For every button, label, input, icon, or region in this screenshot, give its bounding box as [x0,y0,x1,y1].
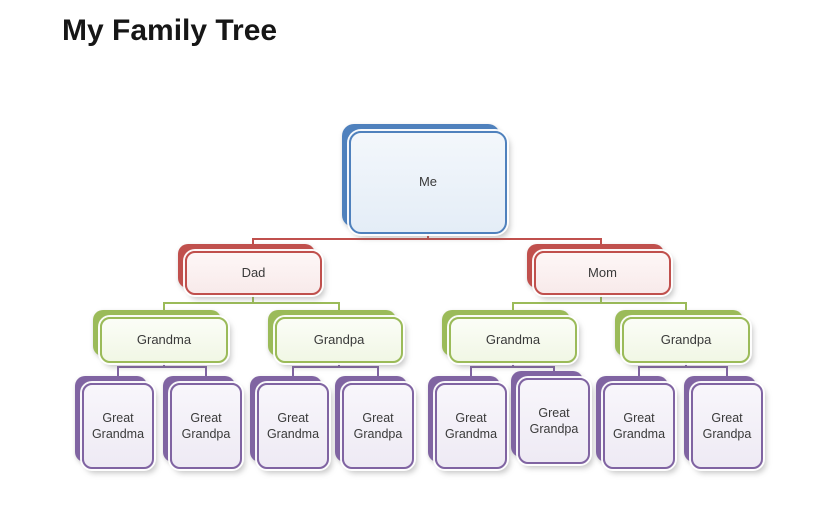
connector-grandpa-maternal-up [685,302,687,316]
node-front-plate: Great Grandpa [170,383,242,469]
node-label: Grandpa [313,331,365,347]
node-front-plate: Me [349,131,507,234]
connector-greats-2-horizontal [292,366,379,368]
node-label: Grandma [136,331,192,347]
node-great-grandma-4[interactable]: Great Grandma [596,376,675,469]
connector-greats-1-horizontal [117,366,207,368]
node-front-plate: Great Grandma [603,383,675,469]
node-grandma-maternal[interactable]: Grandma [442,310,577,363]
connector-great-4-up [377,366,379,381]
connector-parents-horizontal [252,238,602,240]
node-label: Dad [241,264,266,280]
node-grandma-paternal[interactable]: Grandma [93,310,228,363]
node-me[interactable]: Me [342,124,507,234]
node-front-plate: Great Grandma [257,383,329,469]
connector-greats-4-horizontal [638,366,728,368]
node-label: Great Grandma [612,410,666,441]
connector-great-1-up [117,366,119,381]
connector-dad-grandparents-horizontal [163,302,340,304]
node-label: Great Grandpa [181,410,231,441]
node-front-plate: Grandma [100,317,228,363]
node-great-grandma-3[interactable]: Great Grandma [428,376,507,469]
connector-mom-grandparents-horizontal [512,302,687,304]
connector-me-down [427,228,429,240]
connector-grandpa-paternal-up [338,302,340,316]
node-great-grandpa-1[interactable]: Great Grandpa [163,376,242,469]
node-mom[interactable]: Mom [527,244,671,295]
node-label: Grandpa [660,331,712,347]
node-great-grandpa-4[interactable]: Great Grandpa [684,376,763,469]
connector-greats-3-horizontal [470,366,555,368]
node-label: Great Grandpa [702,410,752,441]
page-title: My Family Tree [62,14,278,47]
node-label: Grandma [485,331,541,347]
connector-great-5-up [470,366,472,381]
node-front-plate: Grandpa [275,317,403,363]
node-front-plate: Grandpa [622,317,750,363]
node-great-grandma-2[interactable]: Great Grandma [250,376,329,469]
connector-great-7-up [638,366,640,381]
node-front-plate: Great Grandpa [691,383,763,469]
node-label: Me [418,174,438,190]
node-label: Great Grandpa [529,405,579,436]
connector-mom-down [600,290,602,304]
node-great-grandma-1[interactable]: Great Grandma [75,376,154,469]
node-front-plate: Great Grandpa [518,378,590,464]
node-great-grandpa-3[interactable]: Great Grandpa [511,371,590,464]
connector-grandma-maternal-up [512,302,514,316]
node-front-plate: Great Grandma [82,383,154,469]
node-front-plate: Dad [185,251,322,295]
node-label: Great Grandma [91,410,145,441]
connector-great-3-up [292,366,294,381]
node-grandpa-paternal[interactable]: Grandpa [268,310,403,363]
node-front-plate: Grandma [449,317,577,363]
connector-great-8-up [726,366,728,381]
node-front-plate: Mom [534,251,671,295]
node-great-grandpa-2[interactable]: Great Grandpa [335,376,414,469]
connector-grandma-paternal-up [163,302,165,316]
node-label: Great Grandma [266,410,320,441]
node-label: Great Grandma [444,410,498,441]
connector-great-2-up [205,366,207,381]
node-grandpa-maternal[interactable]: Grandpa [615,310,750,363]
node-label: Mom [588,264,617,280]
node-dad[interactable]: Dad [178,244,322,295]
node-front-plate: Great Grandma [435,383,507,469]
node-label: Great Grandpa [353,410,403,441]
node-front-plate: Great Grandpa [342,383,414,469]
connector-dad-down [252,290,254,304]
